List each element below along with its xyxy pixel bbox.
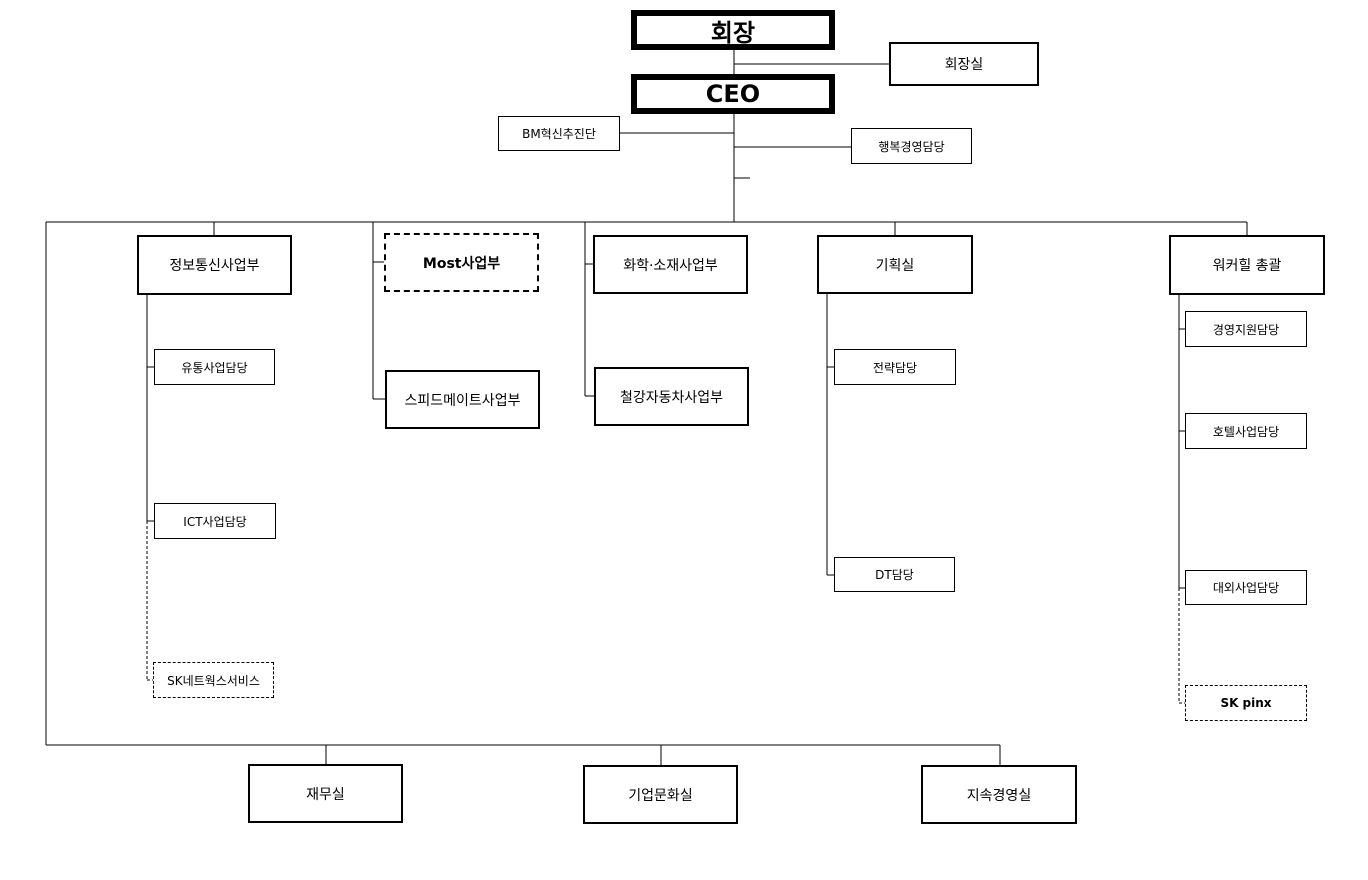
happiness-mgmt-label: 행복경영담당 [878,139,945,154]
strategy-dept-label: 전략담당 [872,360,918,375]
ceo-label: CEO [705,80,761,108]
bm-innovation-label: BM혁신추진단 [522,127,596,141]
bm-innovation-box: BM혁신추진단 [498,116,620,151]
happiness-mgmt-box: 행복경영담당 [851,128,972,164]
most-division-box: Most사업부 [384,233,539,292]
sk-pinx-label: SK pinx [1220,696,1272,710]
sk-networks-service-box: SK네트웍스서비스 [153,662,274,698]
finance-office-box: 재무실 [248,764,403,823]
ict-dept-label: ICT사업담당 [183,514,247,529]
most-division-label: Most사업부 [422,255,501,272]
hotel-dept-label: 호텔사업담당 [1212,424,1280,439]
ict-dept-box: ICT사업담당 [154,503,276,539]
hotel-dept-box: 호텔사업담당 [1185,413,1307,449]
chairman-office-box: 회장실 [889,42,1039,86]
ceo-box: CEO [631,74,835,114]
sustainability-office-box: 지속경영실 [921,765,1077,824]
external-biz-dept-label: 대외사업담당 [1212,581,1280,595]
mgmt-support-dept-box: 경영지원담당 [1185,311,1307,347]
mgmt-support-dept-label: 경영지원담당 [1212,322,1280,337]
finance-office-label: 재무실 [306,786,345,803]
info-comm-division-label: 정보통신사업부 [169,258,260,274]
planning-office-label: 기획실 [875,257,915,274]
chairman-box: 회장 [631,10,835,50]
distribution-dept-label: 유통사업담당 [181,360,248,375]
distribution-dept-box: 유통사업담당 [154,349,275,385]
steel-auto-division-label: 철강자동차사업부 [619,389,724,406]
sustainability-office-label: 지속경영실 [966,787,1032,804]
walkerhill-box: 워커힐 총괄 [1169,235,1325,295]
sk-pinx-box: SK pinx [1185,685,1307,721]
corp-culture-office-box: 기업문화실 [583,765,738,824]
info-comm-division-box: 정보통신사업부 [137,235,292,295]
steel-auto-division-box: 철강자동차사업부 [594,367,749,426]
dt-dept-label: DT담당 [875,568,914,582]
chairman-office-label: 회장실 [944,57,984,73]
walkerhill-label: 워커힐 총괄 [1212,258,1282,274]
chairman-label: 회장 [710,18,756,47]
speedmate-division-label: 스피드메이트사업부 [404,392,521,409]
speedmate-division-box: 스피드메이트사업부 [385,370,540,429]
strategy-dept-box: 전략담당 [834,349,956,385]
external-biz-dept-box: 대외사업담당 [1185,570,1307,605]
chemical-division-box: 화학·소재사업부 [593,235,748,294]
dt-dept-box: DT담당 [834,557,955,592]
chemical-division-label: 화학·소재사업부 [623,257,718,274]
corp-culture-office-label: 기업문화실 [628,787,693,804]
sk-networks-service-label: SK네트웍스서비스 [167,673,260,688]
planning-office-box: 기획실 [817,235,973,294]
